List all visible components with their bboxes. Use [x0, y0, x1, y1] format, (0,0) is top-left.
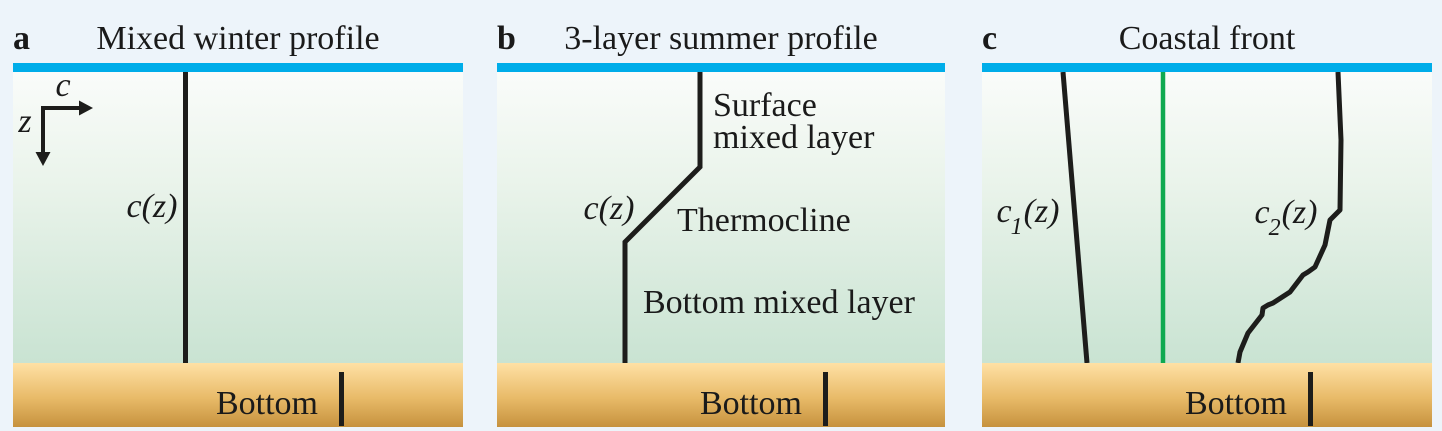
z-axis-arrowhead-icon — [35, 152, 51, 166]
panel-a-profile-graphics — [35, 72, 188, 363]
seabed-label: Bottom — [699, 385, 803, 422]
seabed-tick — [1308, 372, 1313, 426]
seabed-bar — [982, 363, 1432, 427]
seabed-tick — [823, 372, 828, 426]
profile-1-label: c1(z) — [996, 193, 1060, 240]
seabed-bar — [497, 363, 945, 427]
sound-speed-profile-line — [622, 72, 703, 363]
panel-c-letter: c — [982, 20, 998, 57]
panel-c: c Coastal front c1(z) c2(z) Bottom — [982, 0, 1432, 431]
layer-label-surface-line2: mixed layer — [713, 119, 875, 156]
axis-z-label: z — [18, 103, 32, 140]
profile-label: c(z) — [126, 188, 178, 225]
sea-surface-bar — [13, 63, 463, 72]
profile-label: c(z) — [583, 190, 635, 227]
panel-a-letter: a — [13, 20, 30, 57]
layer-label-surface-line1: Surface — [713, 87, 817, 124]
panel-b-profile-graphics — [622, 72, 703, 363]
water-column — [497, 72, 945, 363]
water-column — [13, 72, 463, 363]
layer-label-thermocline: Thermocline — [677, 202, 851, 239]
panel-a-title: Mixed winter profile — [96, 20, 380, 57]
axis-arrows — [41, 106, 79, 154]
panel-a: a Mixed winter profile c z c(z) Bottom — [13, 0, 463, 431]
profile-2-line — [1235, 72, 1344, 363]
layer-label-surface-mixed: Surface mixed layer — [713, 87, 875, 156]
seabed-tick — [339, 372, 344, 426]
seabed-label: Bottom — [215, 385, 319, 422]
seabed-bar — [13, 363, 463, 427]
panel-b-letter: b — [497, 20, 516, 57]
profile-2-label: c2(z) — [1254, 194, 1318, 241]
seabed-label: Bottom — [1184, 385, 1288, 422]
axis-c-label: c — [55, 67, 71, 104]
panel-c-title: Coastal front — [1118, 20, 1296, 57]
c-axis-arrowhead-icon — [79, 100, 93, 116]
layer-label-bottom-mixed: Bottom mixed layer — [643, 284, 915, 321]
sea-surface-bar — [497, 63, 945, 72]
panel-b: b 3-layer summer profile c(z) Surface mi… — [497, 0, 945, 431]
panel-b-title: 3-layer summer profile — [564, 20, 878, 57]
water-column — [982, 72, 1432, 363]
sea-surface-bar — [982, 63, 1432, 72]
profile-1-line — [1060, 72, 1090, 363]
panel-c-profile-graphics — [1060, 72, 1344, 363]
